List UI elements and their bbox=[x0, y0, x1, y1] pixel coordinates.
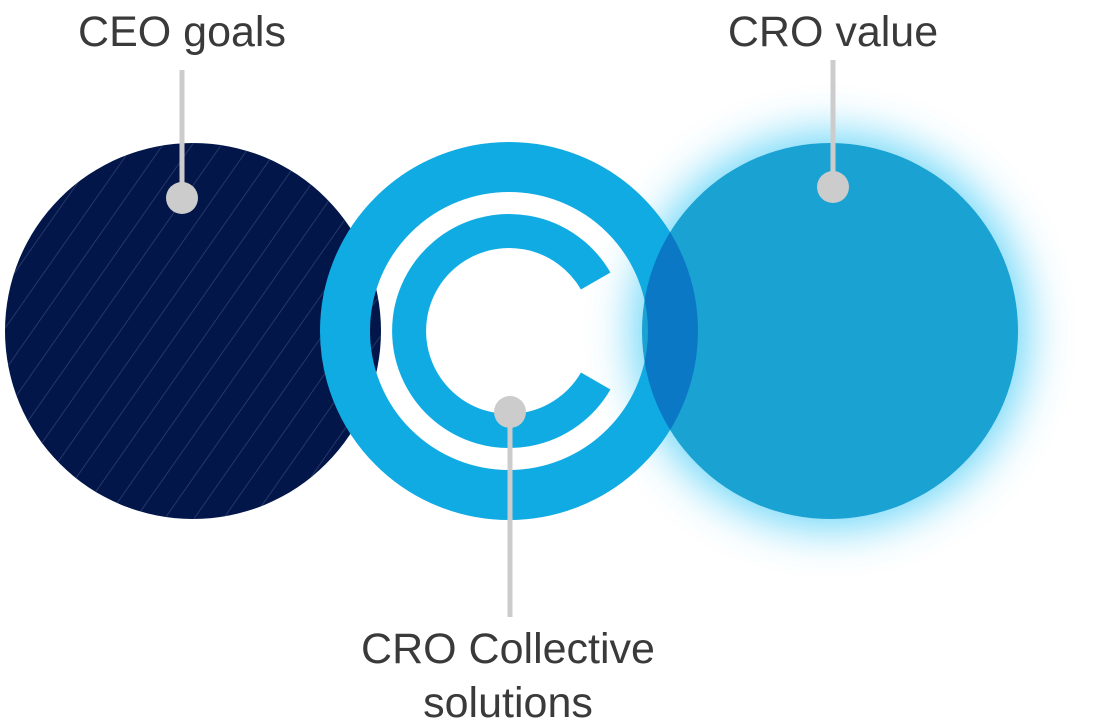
connector-dot bbox=[494, 396, 526, 428]
label-cro-collective-line2: solutions bbox=[423, 679, 593, 724]
label-ceo-goals: CEO goals bbox=[78, 8, 286, 56]
connector-cro-collective bbox=[494, 396, 526, 617]
connector-dot bbox=[166, 182, 198, 214]
ceo-goals-circle bbox=[5, 143, 381, 519]
connector-dot bbox=[817, 171, 849, 203]
connector-cro-value bbox=[817, 60, 849, 203]
label-cro-collective-line1: CRO Collective bbox=[361, 625, 655, 673]
inner-c-arc bbox=[392, 214, 611, 448]
cro-value-circle bbox=[642, 143, 1018, 519]
label-cro-value: CRO value bbox=[728, 8, 938, 56]
connector-ceo-goals bbox=[166, 70, 198, 214]
overlap-region bbox=[642, 143, 698, 519]
